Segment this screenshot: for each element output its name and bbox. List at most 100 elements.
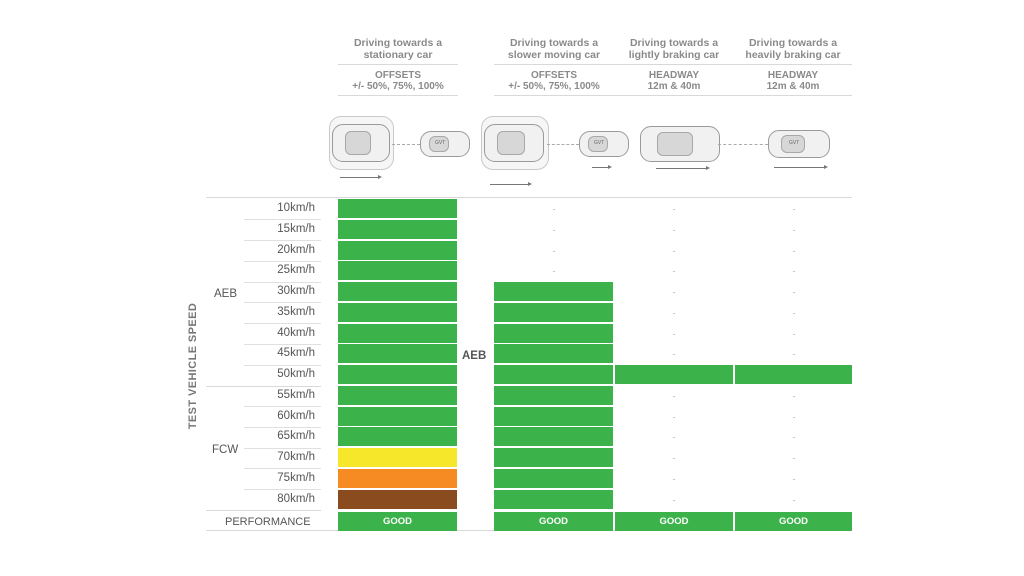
empty-cell-marker xyxy=(793,499,795,501)
row-divider xyxy=(244,426,321,428)
target-car-icon: GVT xyxy=(420,131,470,157)
empty-cell-marker xyxy=(673,395,675,397)
group-divider xyxy=(206,510,321,511)
empty-cell-marker xyxy=(673,229,675,231)
row-divider xyxy=(244,489,321,490)
speed-label: 70km/h xyxy=(277,451,315,463)
performance-value-heavily-braking: GOOD xyxy=(735,512,852,531)
performance-value-stationary: GOOD xyxy=(338,512,457,531)
result-cell-green xyxy=(494,302,613,322)
offset-line xyxy=(547,144,579,145)
target-car-icon: GVT xyxy=(579,131,629,157)
column-title: Driving towards a slower moving car xyxy=(507,37,601,61)
empty-cell-marker xyxy=(793,458,795,459)
empty-cell-marker xyxy=(553,271,555,273)
column-subtitle: HEADWAY 12m & 40m xyxy=(766,70,820,92)
result-cell-green xyxy=(338,261,457,281)
row-divider xyxy=(244,323,321,324)
result-cell-green xyxy=(494,323,613,343)
result-cell-green xyxy=(338,240,457,260)
performance-label: PERFORMANCE xyxy=(225,516,311,528)
motion-arrow-icon xyxy=(656,166,710,170)
test-car-icon xyxy=(640,126,720,162)
speed-label: 45km/h xyxy=(277,347,315,360)
result-cell-green xyxy=(338,406,457,426)
empty-cell-marker xyxy=(553,250,555,252)
target-car-icon: GVT xyxy=(768,130,830,158)
empty-cell-marker xyxy=(793,354,795,356)
result-cell-brown xyxy=(338,489,457,509)
row-divider xyxy=(244,240,321,241)
result-cell-green xyxy=(494,406,613,426)
row-divider xyxy=(244,302,321,304)
empty-cell-marker xyxy=(673,458,675,459)
empty-cell-marker xyxy=(793,416,795,418)
result-cell-green xyxy=(338,427,457,447)
empty-cell-marker xyxy=(673,209,675,210)
header-divider xyxy=(734,95,852,96)
middle-aeb-label: AEB xyxy=(462,350,487,362)
empty-cell-marker xyxy=(793,250,795,252)
header-divider xyxy=(338,95,458,96)
row-divider xyxy=(244,281,321,283)
result-cell-green xyxy=(494,468,613,488)
empty-cell-marker xyxy=(673,250,675,252)
performance-value-lightly-braking: GOOD xyxy=(615,512,733,531)
header-divider xyxy=(614,64,734,65)
row-divider xyxy=(244,406,321,407)
result-cell-green xyxy=(338,302,457,322)
empty-cell-marker xyxy=(673,499,675,501)
result-cell-green xyxy=(338,219,457,239)
column-subtitle: OFFSETS +/- 50%, 75%, 100% xyxy=(352,70,444,92)
empty-cell-marker xyxy=(793,209,795,210)
column-subtitle: OFFSETS +/- 50%, 75%, 100% xyxy=(508,70,600,92)
speed-label: 40km/h xyxy=(277,326,315,339)
header-divider xyxy=(614,95,734,96)
offset-line xyxy=(392,144,420,145)
empty-cell-marker xyxy=(673,312,675,314)
group-label-aeb: AEB xyxy=(214,288,238,300)
empty-cell-marker xyxy=(793,271,795,273)
header-divider xyxy=(494,64,614,65)
result-cell-green xyxy=(494,448,613,467)
empty-cell-marker xyxy=(793,478,795,480)
motion-arrow-icon xyxy=(490,182,532,186)
row-divider xyxy=(244,364,321,366)
result-cell-green xyxy=(338,385,457,405)
grid-top-line xyxy=(206,197,852,198)
empty-cell-marker xyxy=(673,437,675,439)
headway-line xyxy=(718,144,768,145)
header-divider xyxy=(734,64,852,65)
row-divider xyxy=(244,447,321,449)
column-title: Driving towards a stationary car xyxy=(353,37,443,61)
result-cell-green xyxy=(338,323,457,343)
empty-cell-marker xyxy=(673,354,675,356)
speed-label: 35km/h xyxy=(277,305,315,318)
empty-cell-marker xyxy=(673,478,675,480)
result-cell-yellow xyxy=(338,448,457,467)
motion-arrow-icon xyxy=(340,175,382,179)
result-cell-green xyxy=(494,282,613,301)
speed-label: 30km/h xyxy=(277,285,315,297)
result-cell-green xyxy=(494,427,613,447)
row-divider xyxy=(244,219,321,221)
row-divider xyxy=(244,343,321,345)
row-divider xyxy=(244,468,321,470)
result-cell-green xyxy=(338,199,457,218)
empty-cell-marker xyxy=(673,333,675,335)
result-cell-green xyxy=(494,365,613,384)
motion-arrow-icon xyxy=(592,165,612,169)
empty-cell-marker xyxy=(553,209,555,210)
result-cell-green xyxy=(494,385,613,405)
result-cell-green xyxy=(494,489,613,509)
row-divider xyxy=(244,260,321,262)
header-divider xyxy=(338,64,458,65)
empty-cell-marker xyxy=(793,229,795,231)
motion-arrow-icon xyxy=(774,165,828,169)
performance-value-slower-moving: GOOD xyxy=(494,512,613,531)
empty-cell-marker xyxy=(793,333,795,335)
empty-cell-marker xyxy=(673,292,675,293)
column-title: Driving towards a lightly braking car xyxy=(628,37,720,61)
column-subtitle: HEADWAY 12m & 40m xyxy=(647,70,701,92)
speed-label: 10km/h xyxy=(277,202,315,214)
